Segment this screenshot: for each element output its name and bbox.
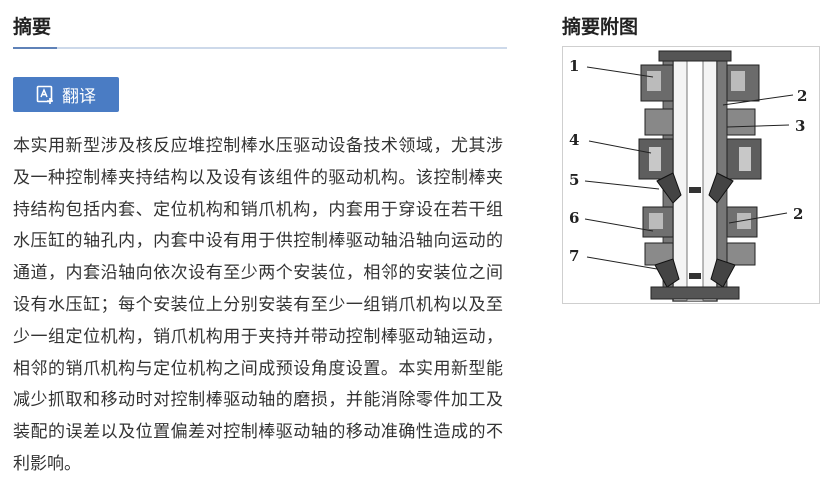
- translate-icon: [36, 85, 53, 104]
- figure-label: 2: [793, 205, 803, 223]
- figure-label: 5: [569, 171, 579, 189]
- figure-title: 摘要附图: [562, 16, 639, 38]
- figure-label: 6: [569, 209, 579, 227]
- figure-label: 3: [795, 117, 805, 135]
- figure-label: 2: [797, 87, 807, 105]
- title-divider: [13, 47, 507, 49]
- figure-label: 7: [569, 247, 579, 265]
- translate-button-label: 翻译: [62, 87, 96, 107]
- translate-button[interactable]: 翻译: [13, 77, 119, 112]
- figure-label: 4: [569, 131, 579, 149]
- abstract-title: 摘要: [13, 16, 52, 38]
- figure-label: 1: [569, 57, 579, 75]
- patent-drawing: 1 2 3 4 5 6 2 7: [569, 50, 807, 302]
- abstract-figure[interactable]: 1 2 3 4 5 6 2 7: [562, 46, 820, 304]
- abstract-text: 本实用新型涉及核反应堆控制棒水压驱动设备技术领域，尤其涉及一种控制棒夹持结构以及…: [13, 136, 503, 474]
